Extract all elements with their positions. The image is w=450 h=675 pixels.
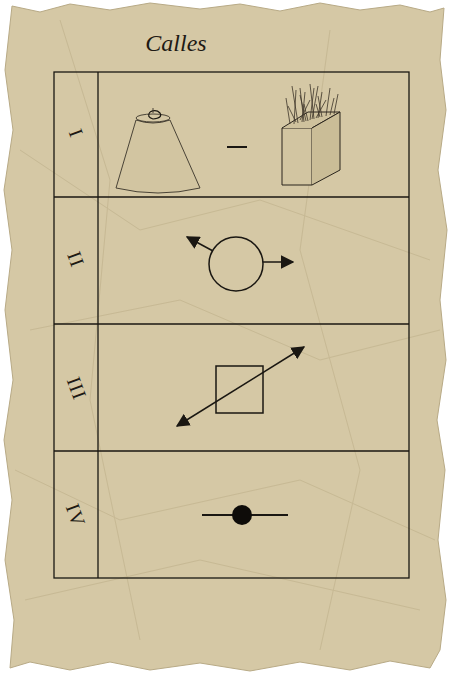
line-dot [202,505,288,525]
table-grid [54,72,409,578]
minus-sign [227,146,247,148]
circle-arrows [187,237,293,291]
page-title: Calles [145,30,206,57]
square-arrow [177,347,304,426]
parchment [4,3,447,671]
cube-with-grass [282,84,340,185]
lampshade-figure [116,108,200,193]
creases [15,20,440,650]
